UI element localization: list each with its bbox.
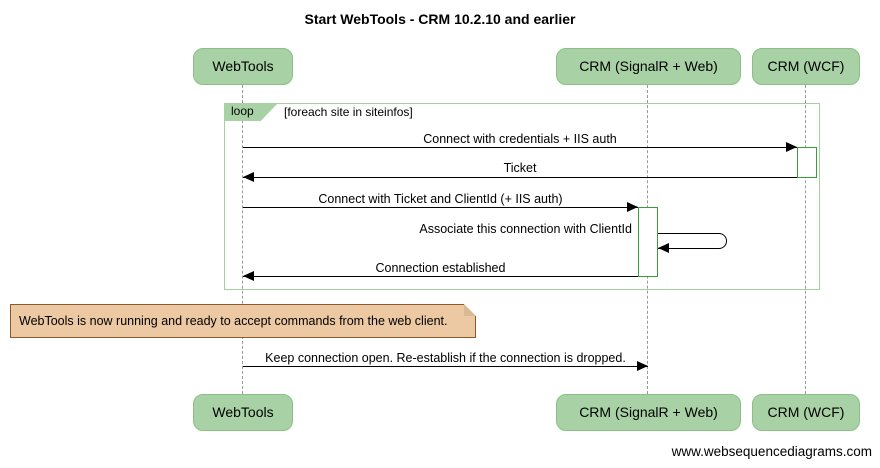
diagram-title: Start WebTools - CRM 10.2.10 and earlier — [304, 11, 576, 27]
note-dogear-icon — [464, 304, 476, 316]
message-label-connection-established: Connection established — [375, 261, 506, 275]
actor-crm-signalr-bottom: CRM (SignalR + Web) — [556, 394, 741, 431]
message-line — [243, 147, 797, 148]
lifeline-webtools — [242, 85, 243, 394]
arrowhead-right-icon — [637, 361, 648, 371]
watermark: www.websequencediagrams.com — [671, 444, 872, 459]
message-label-connect-ticket: Connect with Ticket and ClientId (+ IIS … — [318, 192, 563, 206]
loop-operator-label: loop — [224, 103, 278, 121]
actor-crm-signalr-top: CRM (SignalR + Web) — [556, 48, 741, 85]
arrowhead-right-icon — [627, 202, 638, 212]
actor-webtools-bottom: WebTools — [193, 394, 293, 431]
message-line — [243, 207, 638, 208]
actor-webtools-top: WebTools — [193, 48, 293, 85]
note-text: WebTools is now running and ready to acc… — [19, 314, 448, 328]
message-label-keep-connection: Keep connection open. Re-establish if th… — [265, 351, 626, 365]
loop-frame — [224, 103, 820, 290]
arrowhead-left-icon — [658, 243, 669, 253]
activation-bar-crm-wcf — [797, 147, 817, 178]
arrowhead-left-icon — [243, 271, 254, 281]
arrowhead-right-icon — [786, 142, 797, 152]
self-message-arc — [658, 233, 727, 249]
actor-crm-wcf-bottom: CRM (WCF) — [752, 394, 860, 431]
message-label-ticket: Ticket — [503, 161, 537, 175]
message-line — [243, 276, 638, 277]
arrowhead-left-icon — [243, 172, 254, 182]
lifeline-crm-wcf — [805, 85, 806, 394]
activation-bar-crm-signalr — [638, 207, 658, 277]
message-line — [243, 366, 648, 367]
loop-condition: [foreach site in siteinfos] — [284, 105, 413, 119]
note-webtools-running: WebTools is now running and ready to acc… — [10, 304, 476, 338]
actor-crm-wcf-top: CRM (WCF) — [752, 48, 860, 85]
message-line — [243, 177, 797, 178]
message-label-connect-credentials: Connect with credentials + IIS auth — [423, 132, 617, 146]
message-label-associate-connection: Associate this connection with ClientId — [419, 222, 632, 236]
